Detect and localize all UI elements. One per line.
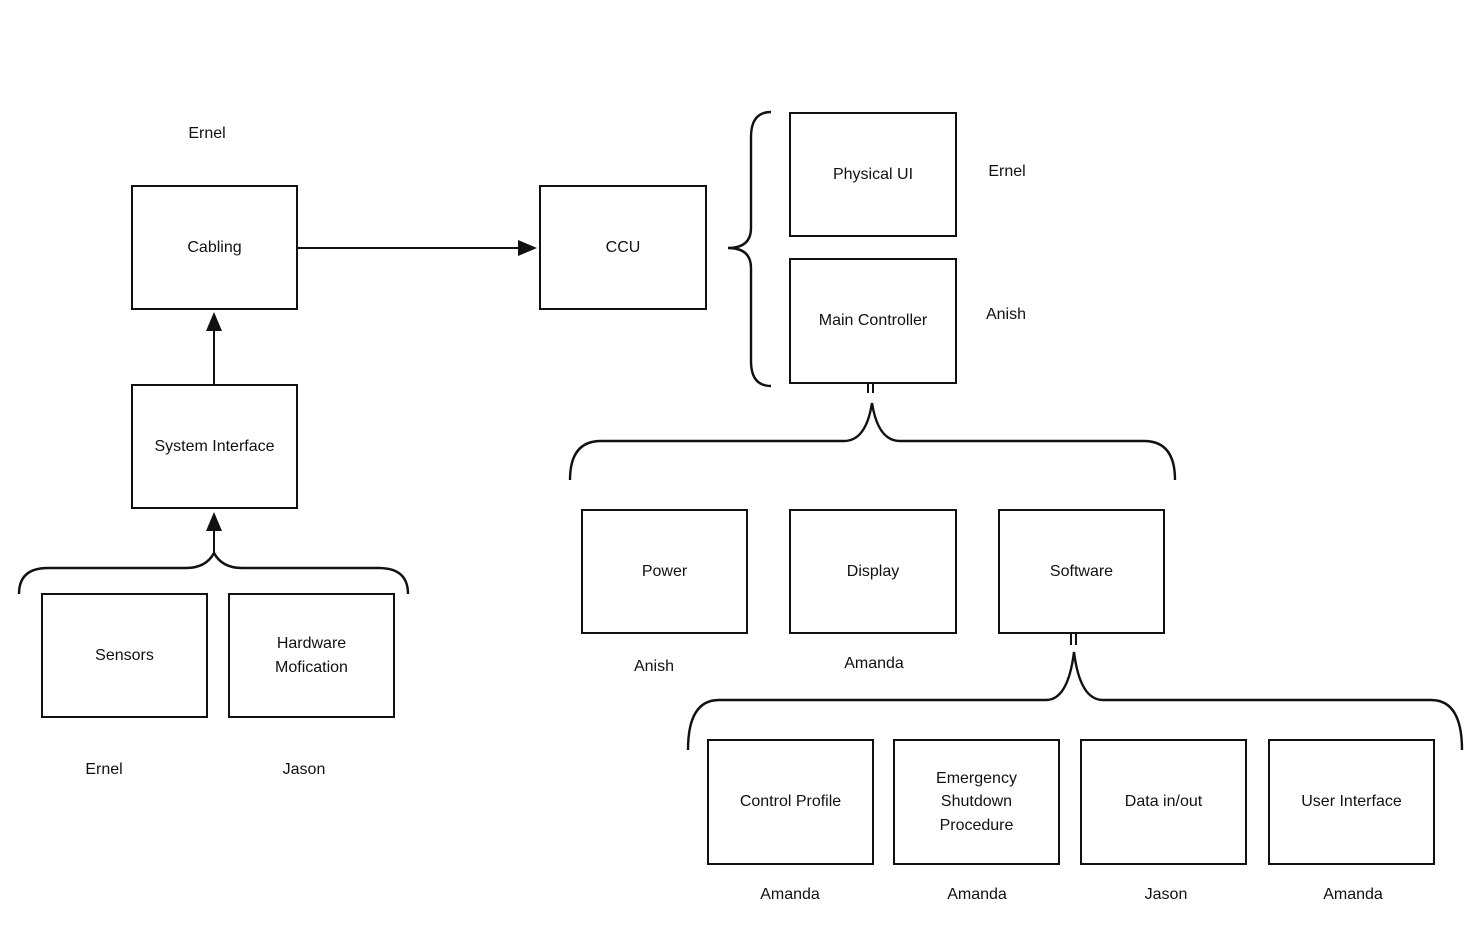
node-user-interface-label: User Interface (1301, 793, 1402, 811)
arrow-cabling-to-ccu (298, 240, 537, 256)
node-hardware-mofication[interactable]: Hardware Mofication (228, 593, 395, 718)
node-emergency-shutdown-procedure-label: Emergency Shutdown Procedure (936, 770, 1017, 834)
owner-label-power: Anish (633, 658, 675, 675)
node-cabling-label: Cabling (187, 238, 242, 256)
owner-label-sensors: Ernel (85, 761, 123, 778)
brace-ccu-children (727, 110, 772, 388)
node-hardware-mofication-label: Hardware Mofication (275, 635, 348, 676)
owner-label-control-profile: Amanda (760, 886, 820, 903)
node-power-label: Power (641, 562, 688, 580)
owner-label-display: Amanda (844, 655, 904, 672)
node-physical-ui-label: Physical UI (832, 165, 914, 183)
owner-label-main-controller: Anish (985, 306, 1027, 323)
node-software[interactable]: Software (998, 509, 1165, 634)
arrow-system-interface-to-cabling (206, 312, 222, 384)
node-power[interactable]: Power (581, 509, 748, 634)
owner-label-cabling: Ernel (188, 125, 226, 142)
node-user-interface[interactable]: User Interface (1268, 739, 1435, 865)
node-display-label: Display (846, 562, 900, 580)
node-ccu[interactable]: CCU (539, 185, 707, 310)
node-data-in-out-label: Data in/out (1124, 793, 1203, 811)
brace-main-controller-children (568, 381, 1177, 481)
node-control-profile[interactable]: Control Profile (707, 739, 874, 865)
node-system-interface-label: System Interface (154, 437, 275, 455)
node-control-profile-label: Control Profile (739, 793, 842, 811)
node-data-in-out[interactable]: Data in/out (1080, 739, 1247, 865)
node-cabling[interactable]: Cabling (131, 185, 298, 310)
brace-software-children (686, 633, 1464, 751)
owner-label-physical-ui: Ernel (988, 163, 1026, 180)
node-emergency-shutdown-procedure[interactable]: Emergency Shutdown Procedure (893, 739, 1060, 865)
owner-label-emergency-shutdown-procedure: Amanda (947, 886, 1007, 903)
owner-label-user-interface: Amanda (1323, 886, 1383, 903)
node-sensors[interactable]: Sensors (41, 593, 208, 718)
node-main-controller-label: Main Controller (818, 312, 928, 330)
node-software-label: Software (1049, 562, 1114, 580)
node-sensors-label: Sensors (95, 646, 154, 664)
owner-label-hardware-mofication: Jason (282, 761, 326, 778)
node-display[interactable]: Display (789, 509, 957, 634)
node-system-interface[interactable]: System Interface (131, 384, 298, 509)
node-main-controller[interactable]: Main Controller (789, 258, 957, 384)
owner-label-data-in-out: Jason (1144, 886, 1188, 903)
brace-sensors-hardware (17, 512, 410, 595)
node-ccu-label: CCU (605, 238, 641, 256)
node-physical-ui[interactable]: Physical UI (789, 112, 957, 237)
